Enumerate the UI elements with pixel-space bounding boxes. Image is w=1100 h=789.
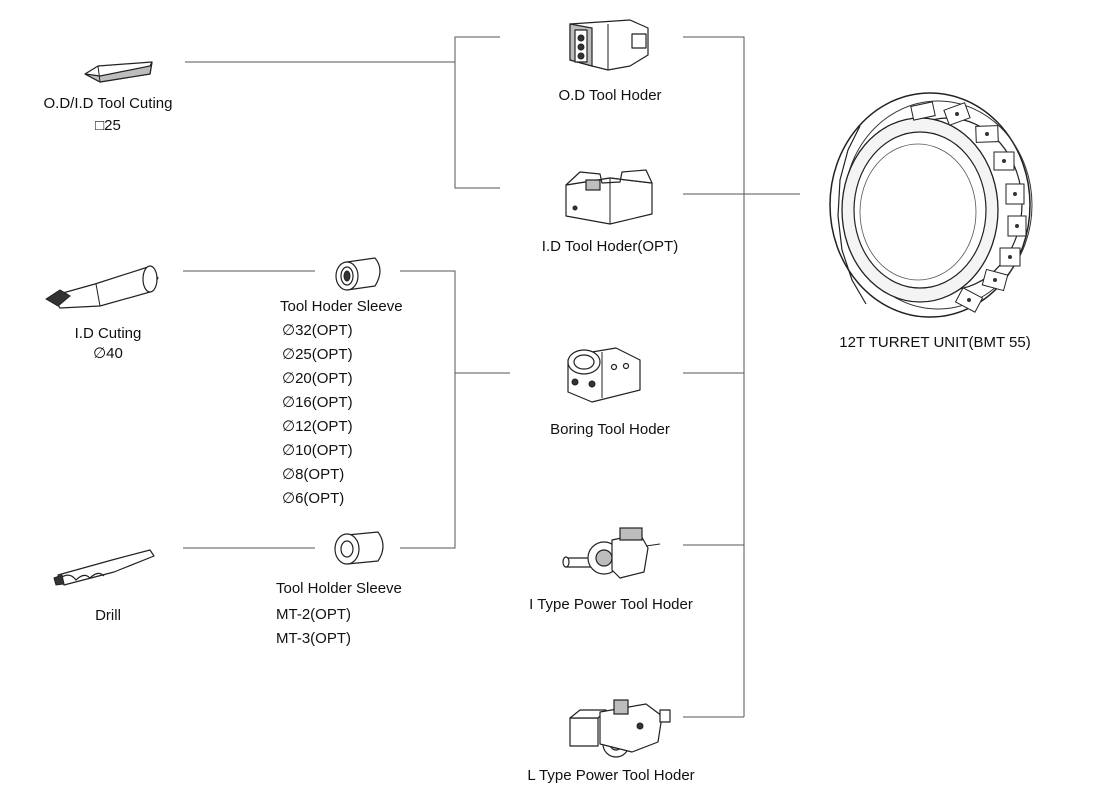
sleeve-option: ∅20(OPT) [282, 370, 353, 387]
mt-sleeve-options: MT-2(OPT) MT-3(OPT) [276, 603, 351, 651]
turret-unit-icon [829, 92, 1033, 318]
od-tool-holder-icon [569, 19, 649, 71]
sleeve-option: ∅6(OPT) [282, 490, 345, 507]
tool-holder-sleeve-icon [335, 257, 381, 291]
turret-bus-line [683, 36, 745, 717]
id-cutting-size: ∅40 [93, 345, 123, 362]
l-type-power-tool-holder-icon [569, 699, 671, 758]
sleeve-option: ∅8(OPT) [282, 466, 345, 483]
id-tool-holder-label: I.D Tool Hoder(OPT) [541, 238, 679, 255]
od-id-tool-label: O.D/I.D Tool Cuting [43, 95, 173, 112]
sleeve-option: ∅32(OPT) [282, 322, 353, 339]
od-id-tool-bar-icon [84, 61, 153, 83]
mt-sleeve-option: MT-2(OPT) [276, 606, 351, 623]
mt-sleeve-option: MT-3(OPT) [276, 630, 351, 647]
tool-holder-sleeve-label: Tool Hoder Sleeve [280, 298, 403, 315]
id-cutting-label: I.D Cuting [74, 325, 142, 342]
od-id-tool-size: □25 [95, 117, 121, 134]
tool-holder-sleeve-options: ∅32(OPT) ∅25(OPT) ∅20(OPT) ∅16(OPT) ∅12(… [282, 319, 353, 511]
drill-icon [53, 549, 155, 586]
boring-tool-holder-label: Boring Tool Hoder [550, 421, 670, 438]
turret-unit-label: 12T TURRET UNIT(BMT 55) [839, 334, 1031, 351]
id-cutting-tool-icon [45, 265, 159, 309]
sleeve-option: ∅10(OPT) [282, 442, 353, 459]
bracket-od-id-holders [454, 36, 500, 189]
mt-sleeve-icon [334, 531, 384, 565]
boring-tool-holder-icon [567, 347, 641, 403]
sleeve-option: ∅16(OPT) [282, 394, 353, 411]
l-type-power-tool-holder-label: L Type Power Tool Hoder [527, 767, 695, 784]
mt-sleeve-label: Tool Holder Sleeve [276, 580, 402, 597]
bracket-sleeves [400, 270, 456, 549]
drill-label: Drill [95, 607, 121, 624]
i-type-power-tool-holder-label: I Type Power Tool Hoder [529, 596, 693, 613]
sleeve-option: ∅25(OPT) [282, 346, 353, 363]
i-type-power-tool-holder-icon [562, 527, 661, 579]
od-tool-holder-label: O.D Tool Hoder [558, 87, 662, 104]
id-tool-holder-icon [565, 169, 653, 225]
sleeve-option: ∅12(OPT) [282, 418, 353, 435]
